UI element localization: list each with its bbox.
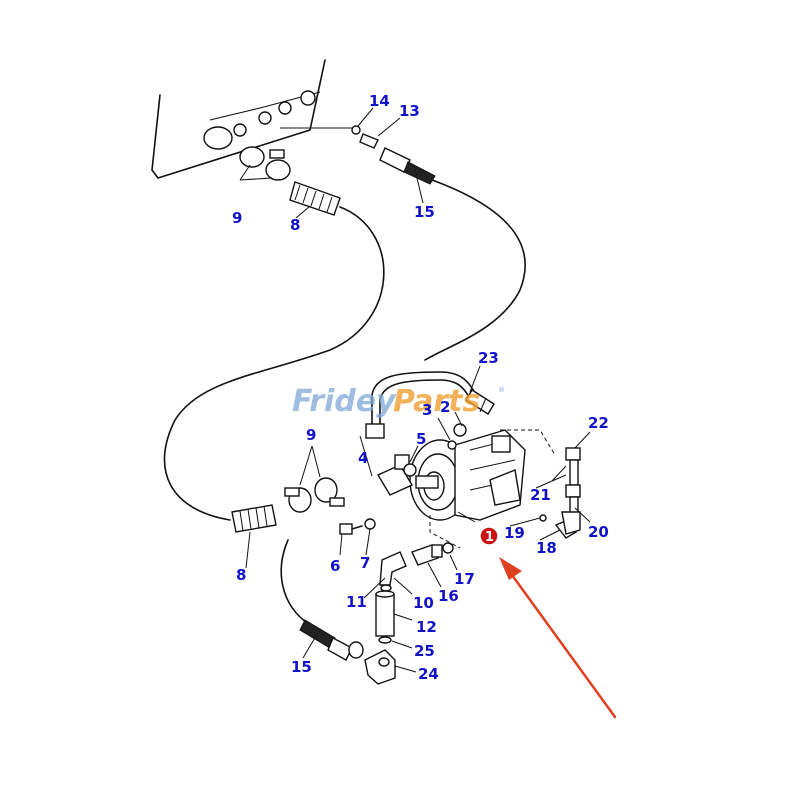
washer-7 (364, 518, 376, 556)
fittings-right (539, 447, 581, 539)
leader-lines (295, 107, 591, 673)
hose-clamps-lower (284, 445, 345, 513)
pipe-23 (365, 371, 495, 439)
callout-6: 6 (330, 557, 340, 575)
callout-3: 3 (422, 401, 432, 419)
callout-2: 2 (440, 398, 450, 416)
callout-10: 10 (413, 594, 434, 612)
hose-upper (163, 181, 385, 521)
callout-9-upper: 9 (232, 209, 242, 227)
callout-9-lower: 9 (306, 426, 316, 444)
callout-24: 24 (418, 665, 439, 683)
callout-15-upper: 15 (414, 203, 435, 221)
callout-23: 23 (478, 349, 499, 367)
watermark: Fridey Parts ® (292, 384, 505, 419)
marker-label: 1 (485, 530, 494, 545)
tank-fittings (203, 90, 316, 150)
watermark-fridey: Fridey (292, 384, 397, 419)
hydraulic-pump (409, 423, 556, 549)
callout-19: 19 (504, 524, 525, 542)
callout-21: 21 (530, 486, 551, 504)
tube-12 (375, 590, 395, 637)
callout-25: 25 (414, 642, 435, 660)
callout-5: 5 (416, 430, 426, 448)
callout-20: 20 (588, 523, 609, 541)
callout-labels: 14 13 15 9 8 23 3 2 22 5 9 4 21 20 19 18… (232, 92, 609, 683)
bolt-6 (339, 523, 363, 556)
lower-line (280, 539, 364, 661)
callout-15-lower: 15 (291, 658, 312, 676)
callout-18: 18 (536, 539, 557, 557)
fitting-4 (359, 435, 417, 496)
upper-return-line (280, 125, 526, 361)
callout-16: 16 (438, 587, 459, 605)
callout-12: 12 (416, 618, 437, 636)
highlight-marker: 1 (479, 526, 499, 546)
callout-7: 7 (360, 554, 370, 572)
red-arrow (499, 557, 617, 719)
callout-17: 17 (454, 570, 475, 588)
callout-22: 22 (588, 414, 609, 432)
elbow-24 (364, 649, 396, 685)
callout-14: 14 (369, 92, 390, 110)
tank-outline (151, 59, 326, 179)
callout-13: 13 (399, 102, 420, 120)
callout-8-upper: 8 (290, 216, 300, 234)
hose-clamps-upper (239, 146, 291, 181)
callout-11: 11 (346, 593, 367, 611)
watermark-registered: ® (498, 386, 505, 394)
hose-lower (231, 504, 277, 569)
callout-4: 4 (358, 449, 368, 467)
watermark-parts: Parts (393, 384, 480, 419)
ring-17 (442, 542, 454, 554)
callout-8-lower: 8 (236, 566, 246, 584)
ring-25 (378, 636, 392, 644)
fitting-16 (411, 544, 443, 566)
